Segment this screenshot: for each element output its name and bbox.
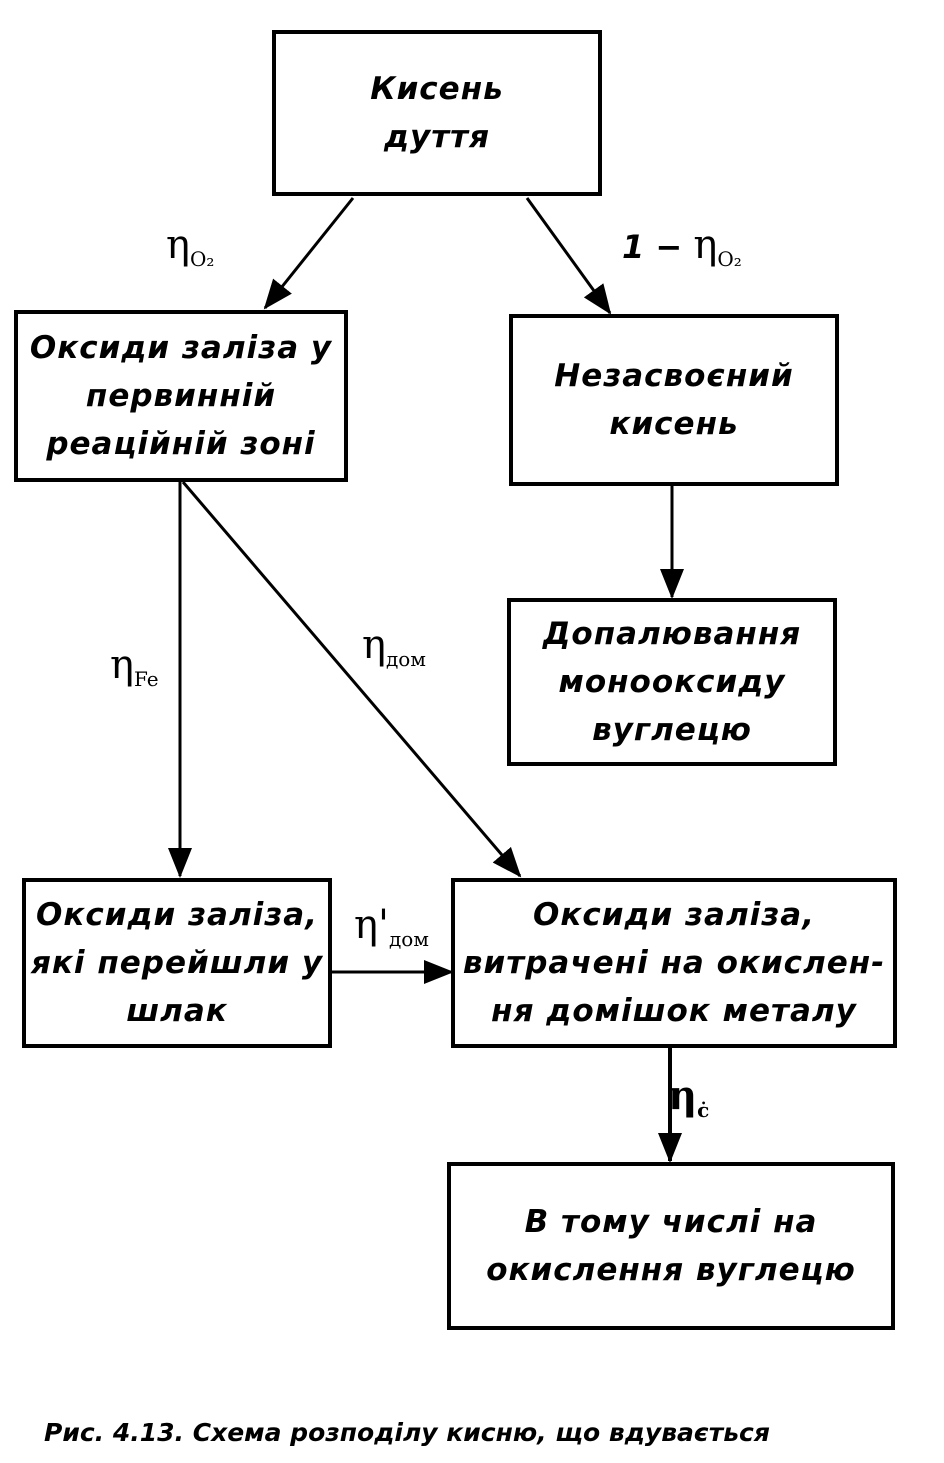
- box-afterburning-line-1: Допалювання: [542, 616, 802, 652]
- box-slag-oxides: Оксиди заліза, які перейшли у шлак: [22, 878, 332, 1048]
- box-blast-oxygen-line-2: дуття: [383, 119, 491, 155]
- box-slag-line-1: Оксиди заліза,: [35, 897, 318, 933]
- label-eta-c-symbol: η: [668, 1072, 698, 1119]
- label-one-minus-eta-o2: 1 − ηO₂: [622, 222, 742, 271]
- label-one-minus-prefix: 1 −: [622, 228, 694, 266]
- label-eta-c: ηċ: [668, 1072, 709, 1122]
- label-eta-c-sub: ċ: [697, 1098, 710, 1122]
- label-eta-dom-prime-mark: ': [377, 902, 389, 948]
- label-eta-dom-prime-symbol: η: [354, 902, 378, 948]
- box-impurity-line-3: ня домішок металу: [491, 993, 857, 1029]
- label-eta-dom-sub: дом: [385, 647, 426, 671]
- box-blast-oxygen-line-1: Кисень: [370, 71, 504, 107]
- label-eta-o2: ηO₂: [166, 222, 214, 271]
- box-carbon-line-1: В тому числі на: [524, 1204, 818, 1240]
- box-carbon-oxidation: В тому числі на окислення вуглецю: [447, 1162, 895, 1330]
- label-eta-dom-prime: η'дом: [354, 902, 429, 951]
- box-blast-oxygen: Кисень дуття: [272, 30, 602, 196]
- box-slag-line-3: шлак: [126, 993, 228, 1029]
- figure-caption: Рис. 4.13. Схема розподілу кисню, що вду…: [44, 1418, 770, 1447]
- box-unassimilated-line-1: Незасвоєний: [554, 358, 794, 394]
- box-impurity-oxides: Оксиди заліза, витрачені на окислен- ня …: [451, 878, 897, 1048]
- box-primary-zone-oxides: Оксиди заліза у первинній реаційній зоні: [14, 310, 348, 482]
- arrow-blast-to-primary: [263, 197, 355, 310]
- box-impurity-line-1: Оксиди заліза,: [532, 897, 815, 933]
- label-eta-fe-symbol: η: [110, 642, 134, 688]
- label-one-minus-symbol: η: [693, 222, 718, 268]
- label-eta-fe: ηFe: [110, 642, 159, 691]
- box-primary-line-3: реаційній зоні: [46, 426, 316, 462]
- label-eta-o2-sub: O₂: [189, 247, 215, 271]
- label-eta-dom: ηдом: [362, 622, 426, 671]
- box-impurity-line-2: витрачені на окислен-: [462, 945, 886, 981]
- arrow-blast-to-unassimilated: [525, 197, 612, 315]
- box-primary-line-2: первинній: [85, 378, 277, 414]
- box-co-afterburning: Допалювання монооксиду вуглецю: [507, 598, 837, 766]
- box-unassimilated-oxygen: Незасвоєний кисень: [509, 314, 839, 486]
- box-afterburning-line-2: монооксиду: [558, 664, 786, 700]
- box-primary-line-1: Оксиди заліза у: [29, 330, 333, 366]
- label-eta-dom-symbol: η: [362, 622, 386, 668]
- arrow-primary-to-impurity: [181, 481, 522, 878]
- label-eta-o2-symbol: η: [166, 222, 190, 268]
- box-carbon-line-2: окислення вуглецю: [486, 1252, 856, 1288]
- box-slag-line-2: які перейшли у: [30, 945, 324, 981]
- box-unassimilated-line-2: кисень: [609, 406, 739, 442]
- label-one-minus-sub: O₂: [717, 247, 742, 271]
- box-afterburning-line-3: вуглецю: [592, 712, 752, 748]
- label-eta-fe-sub: Fe: [133, 667, 159, 691]
- label-eta-dom-prime-sub: дом: [388, 927, 429, 951]
